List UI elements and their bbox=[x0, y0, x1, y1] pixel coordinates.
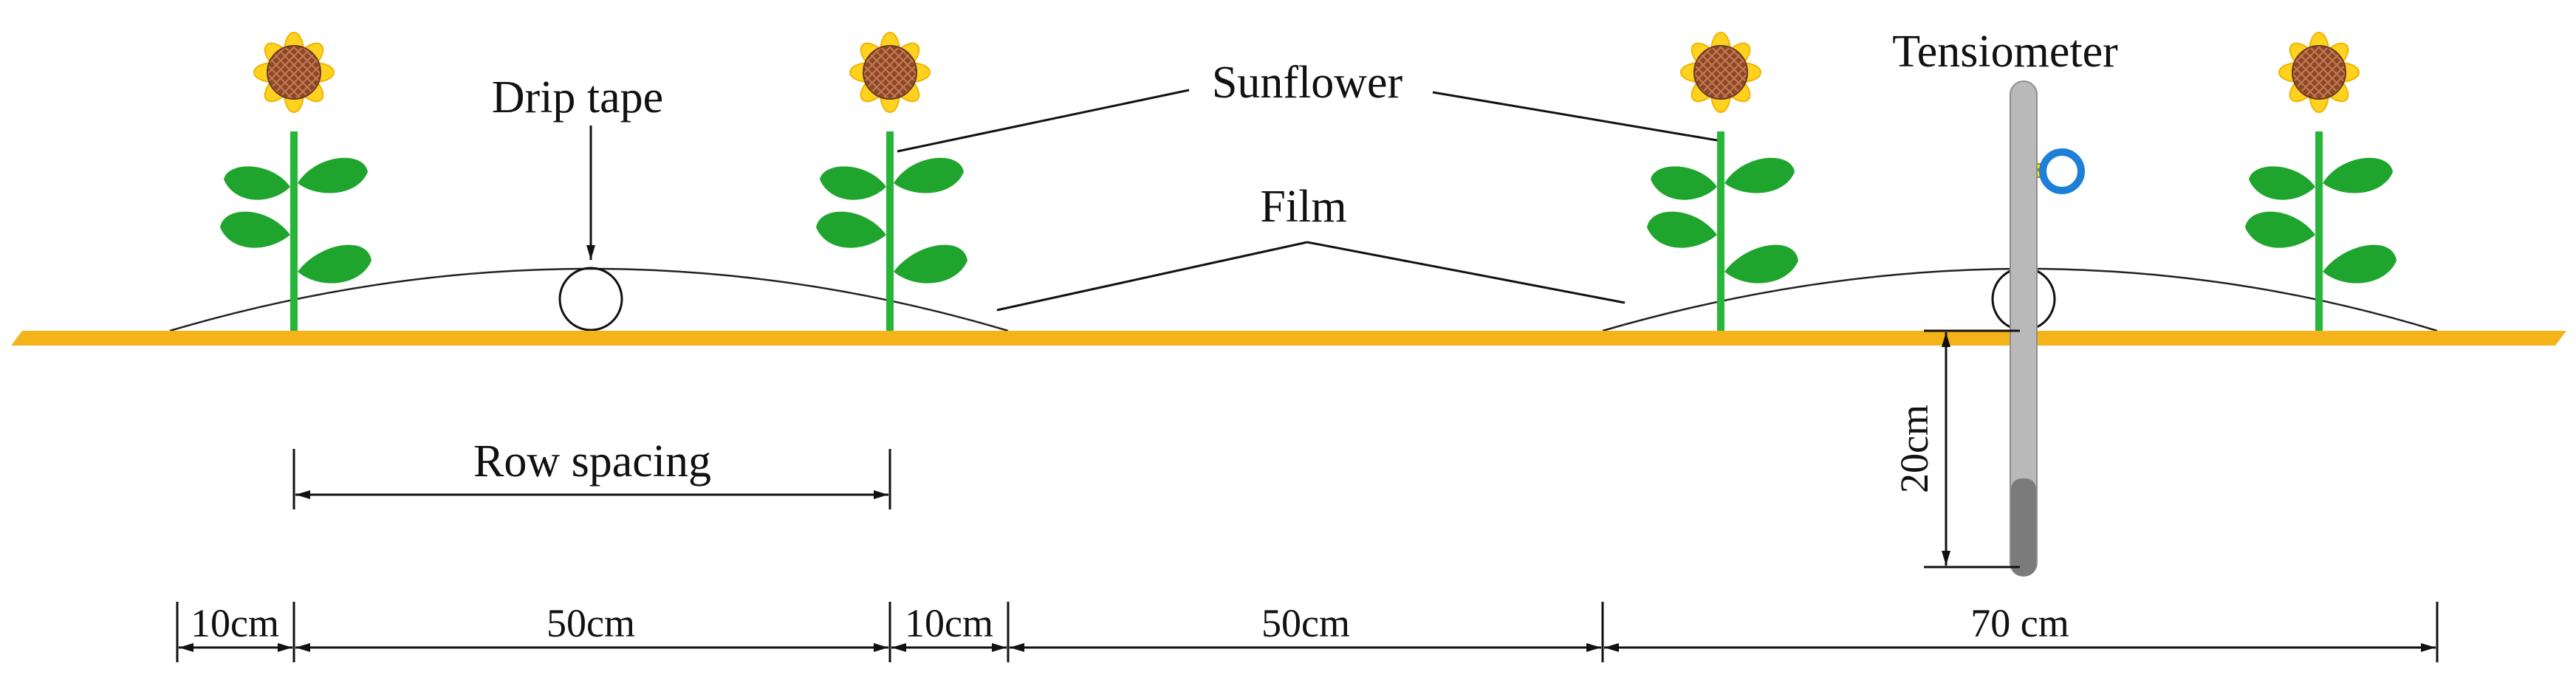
film-leader-left bbox=[996, 241, 1308, 312]
dimension-label: 50cm bbox=[1261, 601, 1350, 645]
row-spacing-dimension bbox=[292, 449, 891, 509]
dimension-label: 70 cm bbox=[1970, 601, 2069, 645]
sunflower-icon bbox=[2244, 32, 2397, 332]
soil-surface bbox=[11, 331, 2566, 346]
tensiometer-icon bbox=[2010, 80, 2085, 577]
sunflower-icon bbox=[1646, 32, 1799, 332]
drip-tape-icon bbox=[558, 267, 623, 332]
bottom-dimension-chain: 10cm 50cm 10cm 50cm 70 cm bbox=[176, 601, 2439, 662]
sunflower-label: Sunflower bbox=[1212, 58, 1403, 108]
dimension-label: 10cm bbox=[191, 601, 279, 645]
film-label: Film bbox=[1260, 182, 1346, 232]
sunflower-icon bbox=[815, 32, 968, 332]
sunflower-leader-right bbox=[1432, 91, 1718, 142]
row-spacing-label: Row spacing bbox=[473, 436, 711, 487]
tensiometer-label: Tensiometer bbox=[1892, 27, 2118, 77]
drip-tape-label: Drip tape bbox=[492, 72, 663, 123]
sunflower-leader-left bbox=[897, 89, 1190, 153]
depth-label: 20cm bbox=[1892, 405, 1936, 493]
dimension-label: 50cm bbox=[547, 601, 635, 645]
film-leader-right bbox=[1306, 241, 1626, 304]
sunflower-icon bbox=[219, 32, 372, 332]
depth-dimension: 20cm bbox=[1892, 329, 2020, 569]
dimension-label: 10cm bbox=[905, 601, 993, 645]
